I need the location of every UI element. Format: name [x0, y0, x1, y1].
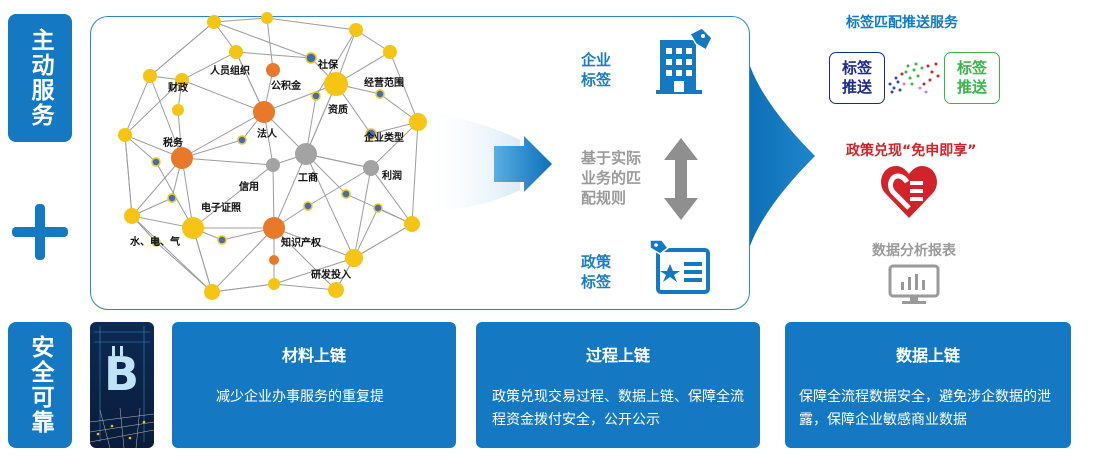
node-label-xinyong: 信用: [239, 180, 259, 193]
node-label-zizhi: 资质: [328, 103, 348, 116]
side-label-secure-reliable: 安全可靠: [8, 322, 72, 448]
node-label-shuiwu: 税务: [163, 136, 184, 149]
chain-title-materials: 材料上链: [281, 346, 346, 365]
chain-body-process: 政策兑现交易过程、数据上链、保障全流程资金拨付安全，公开公示: [492, 389, 744, 428]
node-label-dianzi: 电子证照: [201, 201, 241, 214]
chain-title-data: 数据上链: [895, 346, 960, 365]
flow-arrow-middle: [420, 110, 552, 212]
report-title: 数据分析报表: [872, 243, 956, 259]
heart-icon: [881, 166, 937, 218]
chain-body-materials: 减少企业办事服务的重复提: [216, 389, 384, 405]
node-label-zhishi: 知识产权: [280, 236, 322, 249]
node-label-gongjijin: 公积金: [271, 79, 302, 92]
enterprise-tag-label: 企业 标签: [581, 51, 612, 89]
building-icon: [656, 27, 713, 94]
tag-network-graph: 财政 人员组织 公积金 社保 经营范围 资质 税务 法人 企业类型 信用 工商 …: [118, 12, 427, 300]
node-label-shebao: 社保: [317, 58, 339, 71]
data-scatter-icon: [888, 62, 940, 94]
node-label-yanfa: 研发投入: [311, 268, 351, 281]
side-label-proactive-service: 主动服务: [8, 14, 72, 142]
node-label-faren: 法人: [257, 127, 278, 140]
policy-tag-label: 政策 标签: [581, 253, 612, 291]
node-label-caizheng: 财政: [167, 81, 189, 94]
network-edges: [124, 17, 419, 293]
tag-push-right: 标签 推送: [944, 52, 1000, 104]
node-label-renyuan: 人员组织: [210, 64, 250, 77]
side-label-top-text: 主动服务: [27, 28, 53, 128]
chain-body-data: 保障全流程数据安全，避免涉企数据的泄露，保障企业敏感商业数据: [799, 389, 1051, 428]
chain-box-data: 数据上链 保障全流程数据安全，避免涉企数据的泄露，保障企业敏感商业数据: [785, 322, 1071, 448]
match-push-title: 标签匹配推送服务: [846, 15, 958, 31]
node-label-lirun: 利润: [382, 169, 402, 182]
matching-rules-label: 基于实际 业务的匹 配规则: [581, 149, 642, 207]
node-label-jingying: 经营范围: [364, 76, 404, 89]
plus-icon: [12, 204, 68, 260]
flow-arrow-right: [750, 66, 815, 246]
chain-title-process: 过程上链: [585, 346, 650, 365]
chain-box-process: 过程上链 政策兑现交易过程、数据上链、保障全流程资金拨付安全，公开公示: [476, 322, 760, 448]
node-label-gongshang: 工商: [298, 171, 318, 184]
double-arrow-icon: [664, 138, 698, 220]
node-label-qiye-leixing: 企业类型: [363, 131, 404, 144]
node-label-shuidianqi: 水、电、气: [129, 235, 180, 248]
side-label-bottom-text: 安全可靠: [27, 335, 53, 435]
blockchain-bitcoin-image: B: [90, 322, 154, 448]
policy-document-icon: [650, 240, 710, 294]
network-nodes: [118, 12, 427, 300]
report-monitor-icon: [888, 264, 940, 304]
tag-push-left: 标签 推送: [829, 52, 885, 104]
policy-redeem-title: 政策兑现“免申即享”: [846, 143, 977, 159]
chain-box-materials: 材料上链 减少企业办事服务的重复提: [172, 322, 456, 448]
